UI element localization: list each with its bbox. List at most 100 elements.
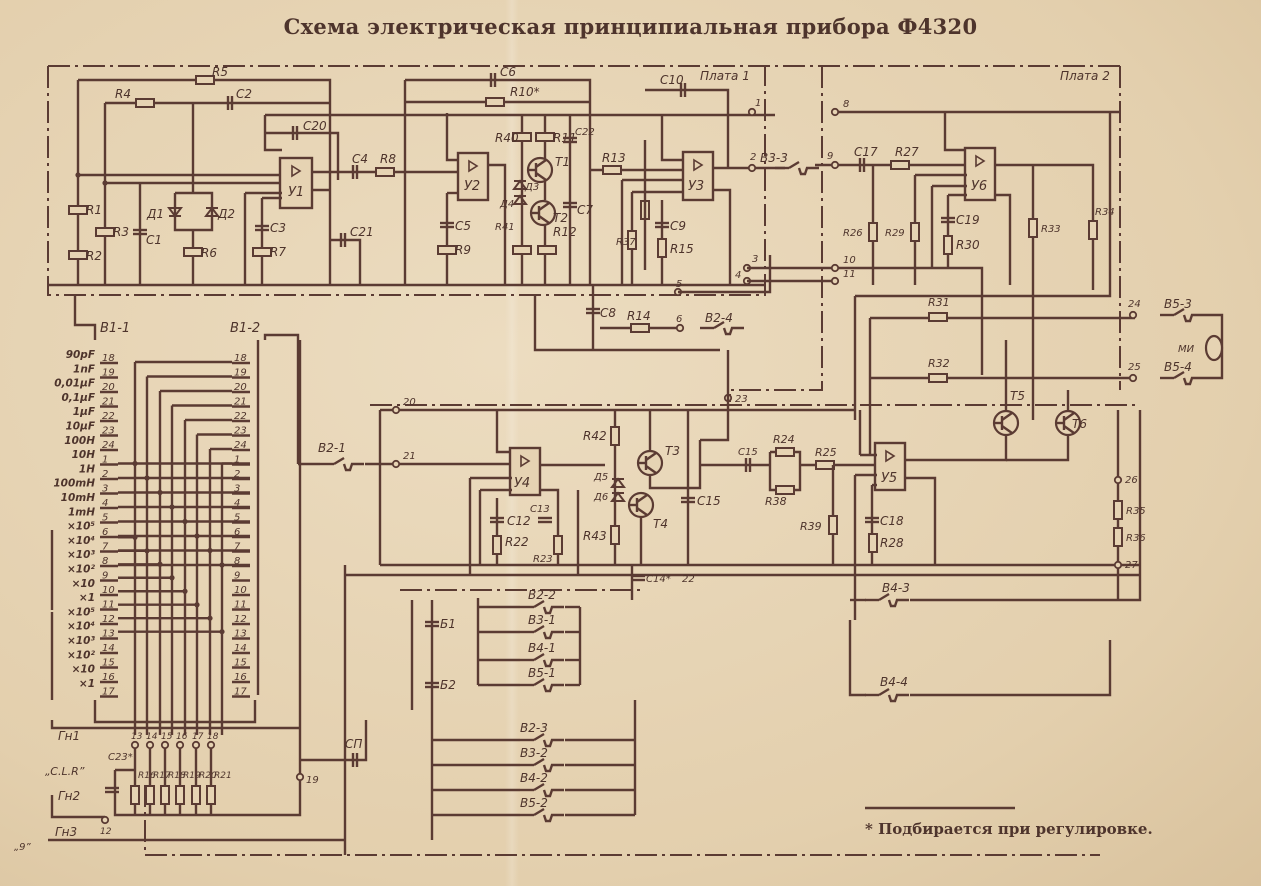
component-label: B4-4 bbox=[880, 675, 908, 689]
b1-2-contact-label: 3 bbox=[234, 484, 240, 495]
b1-1-contact-label: 12 bbox=[102, 614, 115, 625]
terminal-label: 2 bbox=[750, 152, 756, 163]
component-label: R13 bbox=[602, 151, 626, 165]
component-label: R41 bbox=[495, 222, 515, 233]
junction-dot bbox=[132, 460, 138, 467]
wire bbox=[342, 462, 364, 472]
b1-2-contact-label: 11 bbox=[234, 600, 247, 611]
switch-section-label: B1-2 bbox=[230, 321, 260, 336]
range-label: ×10 bbox=[72, 578, 95, 590]
terminal bbox=[391, 459, 401, 469]
b1-2-contact-label: 20 bbox=[234, 382, 247, 393]
resistor bbox=[775, 447, 795, 457]
resistor bbox=[610, 525, 620, 545]
wire bbox=[300, 720, 368, 762]
junction-dot bbox=[157, 489, 163, 496]
resistor bbox=[1088, 220, 1098, 240]
resistor bbox=[130, 785, 140, 805]
component-label: T4 bbox=[653, 517, 668, 531]
junction-dot bbox=[219, 629, 225, 635]
wire bbox=[887, 693, 909, 703]
component-label: R33 bbox=[1041, 224, 1061, 235]
b1-1-contact-label: 17 bbox=[102, 687, 115, 698]
wire bbox=[1006, 435, 1070, 462]
range-label: 0,1μF bbox=[62, 392, 96, 404]
wire bbox=[78, 78, 332, 285]
terminal-label: 21 bbox=[403, 451, 416, 462]
terminal-label: 3 bbox=[752, 254, 758, 265]
component-label: C19 bbox=[956, 213, 980, 227]
resistor bbox=[1028, 218, 1038, 238]
resistor bbox=[1113, 527, 1123, 547]
range-label: ×10⁴ bbox=[67, 535, 95, 547]
b1-2-contact-label: 18 bbox=[234, 353, 247, 364]
wire bbox=[835, 266, 984, 375]
component-label: У3 bbox=[688, 179, 704, 194]
diode bbox=[512, 179, 528, 190]
range-label: 10μF bbox=[65, 421, 95, 433]
range-label: ×10⁵ bbox=[67, 521, 95, 533]
wire bbox=[995, 193, 1012, 285]
b1-2-contact-label: 9 bbox=[234, 571, 240, 582]
range-label: 1nF bbox=[73, 363, 96, 375]
b1-2-contact-label: 7 bbox=[234, 542, 241, 553]
wire bbox=[995, 163, 1095, 290]
component-label: C15 bbox=[697, 494, 721, 508]
board-1-label: Плата 1 bbox=[700, 69, 750, 83]
range-label: 1μF bbox=[73, 406, 96, 418]
b1-2-contact-label: 16 bbox=[234, 672, 247, 683]
opamp-chip bbox=[456, 151, 490, 202]
range-label: ×10⁵ bbox=[67, 606, 95, 618]
b1-1-contact-label: 22 bbox=[102, 411, 115, 422]
range-label: ×10⁴ bbox=[67, 621, 95, 633]
terminal-label: 23 bbox=[735, 394, 748, 405]
wire bbox=[50, 720, 300, 730]
component-label: B5-2 bbox=[520, 796, 548, 810]
component-label: R40 bbox=[495, 131, 519, 145]
b1-2-contact-label: 17 bbox=[234, 687, 247, 698]
wire bbox=[910, 410, 1142, 602]
wire bbox=[660, 115, 683, 162]
component-label: T6 bbox=[1072, 417, 1087, 431]
resistor bbox=[206, 785, 216, 805]
wire bbox=[645, 465, 657, 474]
resistor bbox=[95, 227, 115, 237]
b1-1-contact-label: 23 bbox=[102, 426, 115, 437]
opamp-chip bbox=[278, 156, 314, 210]
wire bbox=[533, 295, 720, 352]
wire bbox=[542, 813, 564, 823]
resistor bbox=[535, 132, 555, 142]
b1-1-contact-label: 20 bbox=[102, 382, 115, 393]
range-label: 90pF bbox=[66, 349, 96, 361]
wire bbox=[1001, 425, 1013, 434]
wire bbox=[93, 700, 257, 724]
wire bbox=[678, 255, 772, 294]
b1-2-contact-label: 15 bbox=[234, 658, 247, 669]
component-label: R25 bbox=[815, 446, 837, 459]
resistor bbox=[135, 98, 155, 108]
resistor bbox=[183, 247, 203, 257]
component-label: B3-2 bbox=[520, 746, 548, 760]
range-label: ×10² bbox=[67, 564, 95, 576]
b1-2-contact-label: 24 bbox=[234, 440, 247, 451]
component-label: B5-1 bbox=[528, 666, 556, 680]
wire bbox=[645, 452, 657, 461]
component-label: B2-3 bbox=[520, 721, 548, 735]
component-label: C6 bbox=[500, 65, 516, 79]
wire bbox=[535, 172, 547, 181]
opamp-triangle-icon bbox=[468, 159, 479, 173]
b1-1-contact-label: 19 bbox=[102, 368, 115, 379]
resistor bbox=[175, 785, 185, 805]
range-label: 1H bbox=[79, 463, 95, 475]
component-label: Д6 bbox=[593, 492, 608, 503]
wire bbox=[542, 605, 564, 615]
component-label: R12 bbox=[553, 225, 577, 239]
component-label: B4-1 bbox=[528, 641, 556, 655]
resistor bbox=[437, 245, 457, 255]
terminal bbox=[747, 107, 757, 117]
terminal-label: 8 bbox=[843, 99, 849, 110]
range-label: 1mH bbox=[68, 506, 95, 518]
wire bbox=[533, 807, 545, 817]
meter-label: МИ bbox=[1178, 344, 1195, 355]
